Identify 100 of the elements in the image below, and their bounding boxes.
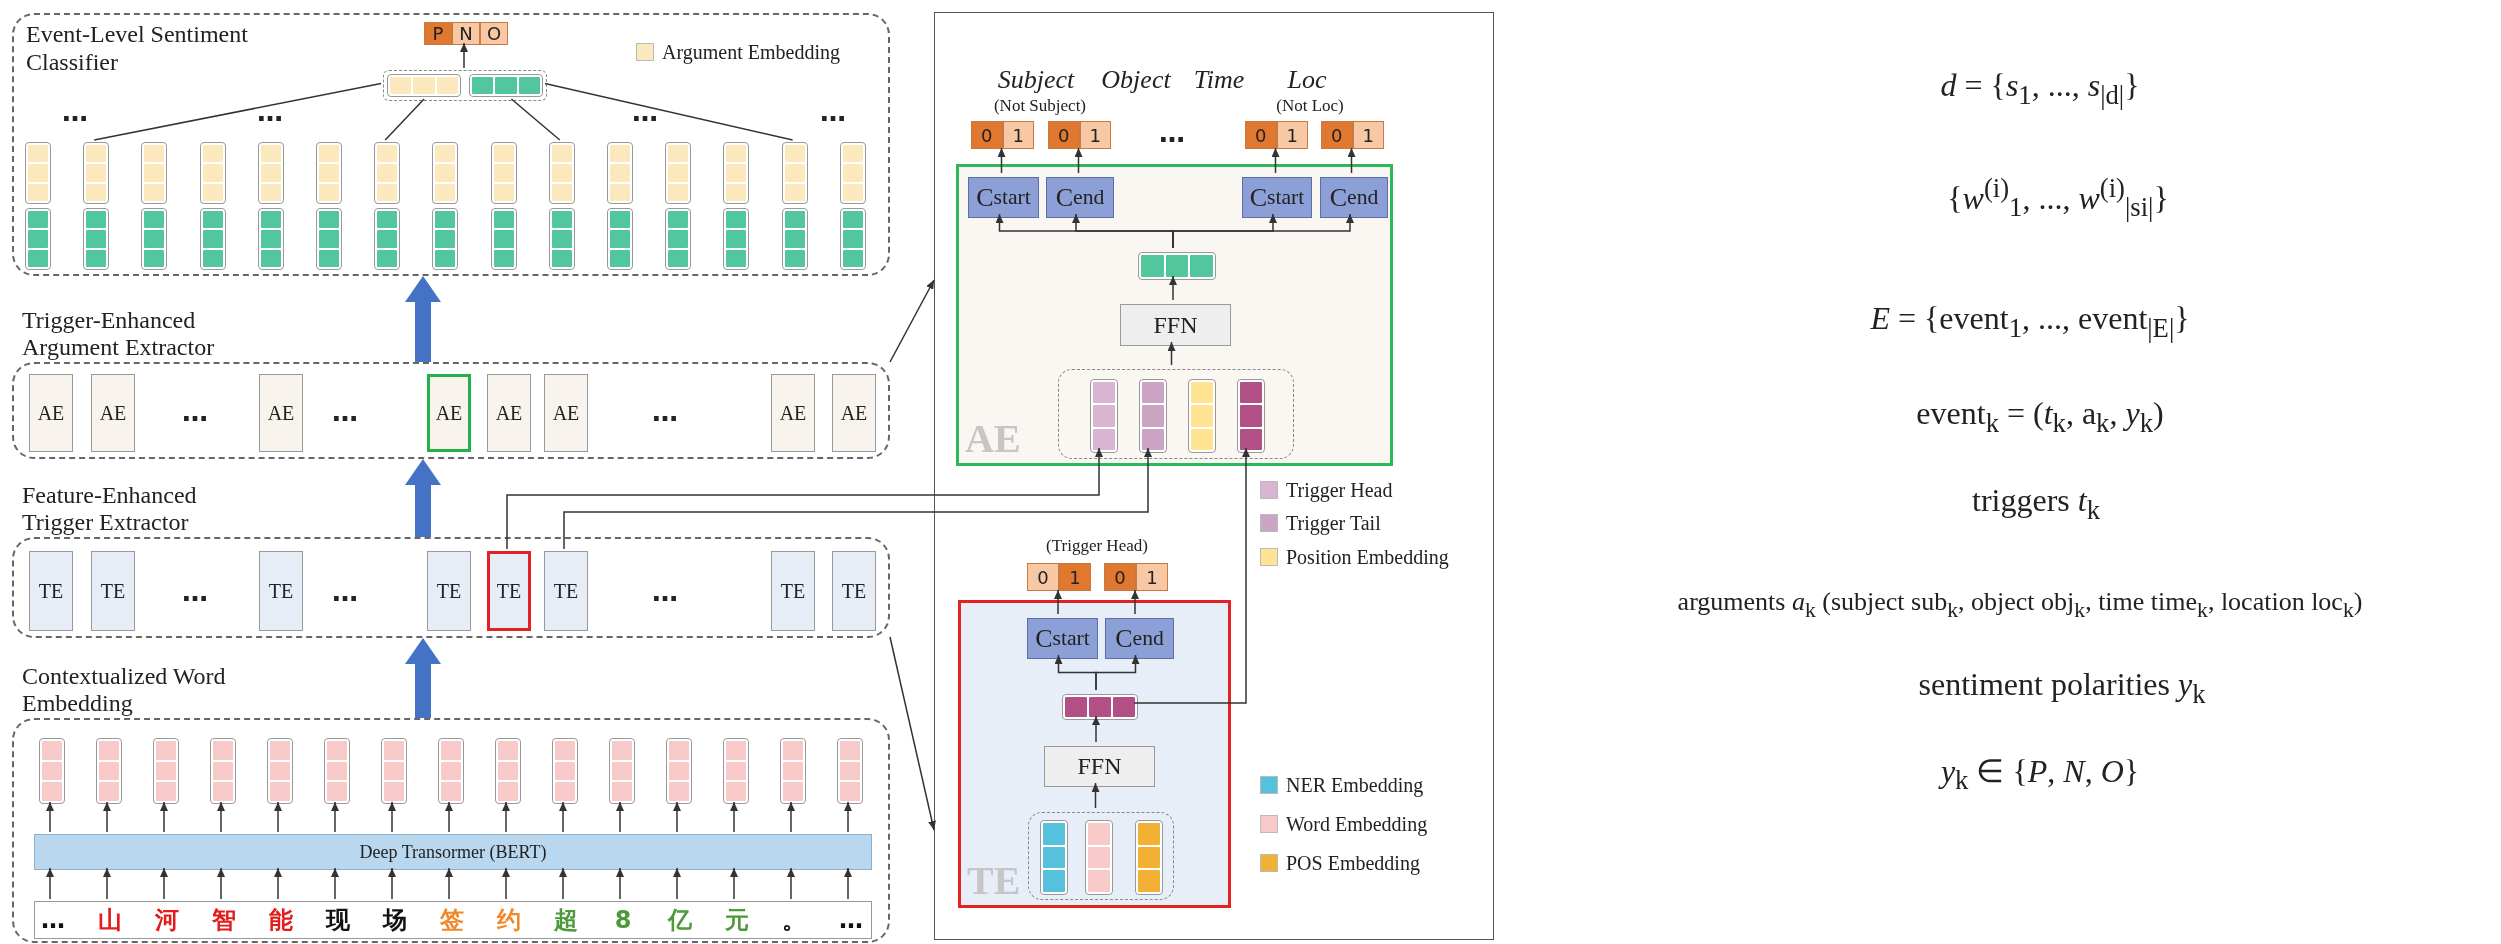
ellipsis-text: …: [820, 97, 846, 127]
arrow: [616, 801, 624, 833]
embedding-vector: [25, 142, 51, 270]
arrow: [388, 801, 396, 833]
formula-text: {w$^{(i)}$$_{1}$, ..., w$^{(i)}$$_{|si|}$}: [1947, 173, 2169, 223]
arrow: [844, 801, 852, 833]
extractor-box: AE: [544, 374, 588, 452]
output-digit: 1: [1352, 121, 1384, 149]
arrow: [445, 801, 453, 833]
embedding-vector: [96, 738, 122, 804]
embedding-vector: [257, 142, 284, 270]
embedding-vector: [723, 142, 750, 270]
output-digit: 1: [1136, 563, 1168, 591]
field-label: Subject: [997, 65, 1075, 95]
legend-label: Trigger Head: [1286, 478, 1393, 503]
embedding-vector: [39, 738, 65, 804]
block-arrow: [405, 638, 441, 718]
arrow: [217, 867, 225, 900]
connector-line: [510, 98, 561, 141]
detail-box: [958, 600, 1231, 908]
extractor-box: TE: [771, 551, 815, 631]
arrow: [1167, 341, 1176, 366]
token-text: 智: [212, 905, 236, 935]
arrow: [274, 867, 282, 900]
detail-panel: [934, 12, 1494, 940]
token-text: 场: [383, 905, 407, 935]
embedding-vector: [552, 738, 578, 804]
concat-vector: [383, 70, 547, 101]
output-digit: 1: [1002, 121, 1034, 149]
field-label: Loc: [1287, 65, 1327, 95]
formula-text: event$_{k}$ = (t$_{k}$, a$_{k}$, y$_{k}$): [1916, 395, 2164, 439]
field-label: (Not Loc): [1276, 96, 1344, 116]
embedding-vector: [1040, 820, 1068, 895]
output-vector: [1321, 121, 1384, 149]
embedding-vector: [723, 738, 749, 804]
embedding-vector: [666, 738, 692, 804]
formula-text: y$_{k}$ ∈ {P, N, O}: [1940, 751, 2140, 797]
arrow: [673, 801, 681, 833]
embedding-vector: [780, 738, 806, 804]
embedding-vector: [1237, 379, 1265, 453]
arrow: [563, 447, 1152, 550]
arrow: [844, 867, 852, 900]
output-vector: [1245, 121, 1308, 149]
embedding-vector: [153, 738, 179, 804]
ellipsis-text: …: [1159, 118, 1185, 148]
embedding-vector: [665, 142, 692, 270]
embedding-vector: [199, 142, 226, 270]
embedding-vector: [1135, 820, 1163, 895]
field-label: Time: [1193, 65, 1245, 95]
output-vector: [424, 22, 508, 45]
ellipsis-text: …: [62, 97, 88, 127]
embedding-vector: [837, 738, 863, 804]
embedding-vector: [1085, 820, 1113, 895]
embedding-vector: [607, 142, 633, 270]
group-title: Contextualized Word Embedding: [22, 662, 227, 718]
arrow: [1092, 715, 1100, 743]
embedding-vector: [490, 142, 517, 270]
arrow: [506, 447, 1103, 550]
token-row: [34, 901, 872, 939]
token-text: 签: [440, 905, 464, 935]
arrow: [1095, 654, 1140, 691]
arrow: [1074, 147, 1083, 174]
arrow: [616, 867, 624, 900]
embedding-vector: [1062, 694, 1138, 720]
token-text: 约: [497, 905, 521, 935]
output-digit: 0: [971, 121, 1003, 149]
arrow: [445, 867, 453, 900]
embedding-vector: [1139, 379, 1167, 453]
embedding-vector: [432, 142, 459, 270]
field-label: (Not Subject): [993, 96, 1087, 116]
extractor-box: AE: [771, 374, 815, 452]
embedding-vector: [839, 142, 866, 270]
extractor-box: AE: [832, 374, 876, 452]
output-digit: O: [480, 22, 508, 45]
ellipsis-text: …: [182, 397, 208, 427]
ellipsis-text: …: [652, 577, 678, 607]
output-vector: [971, 121, 1034, 149]
formula-text: E = {event$_{1}$, ..., event$_{|E|}$}: [1870, 300, 2190, 344]
field-label: Object: [1101, 65, 1171, 95]
legend-label: POS Embedding: [1286, 851, 1420, 876]
token-text: 现: [326, 905, 350, 935]
arrow: [730, 867, 738, 900]
arrow: [1054, 589, 1062, 615]
embedding-vector: [210, 738, 236, 804]
arrow: [1131, 589, 1139, 615]
arrow: [388, 867, 396, 900]
arrow: [1091, 782, 1100, 809]
ffn-box: FFN: [1120, 304, 1231, 346]
output-digit: 1: [1059, 563, 1091, 591]
output-digit: 0: [1104, 563, 1136, 591]
output-digit: 0: [1027, 563, 1059, 591]
arrow: [217, 801, 225, 833]
embedding-vector: [83, 142, 110, 270]
formula-text: triggers t$_{k}$: [1972, 482, 2100, 526]
embedding-vector: [381, 738, 407, 804]
token-text: …: [41, 905, 65, 935]
arrow: [787, 867, 795, 900]
arrow: [730, 801, 738, 833]
block-arrow: [405, 459, 441, 537]
arrow: [997, 147, 1006, 174]
